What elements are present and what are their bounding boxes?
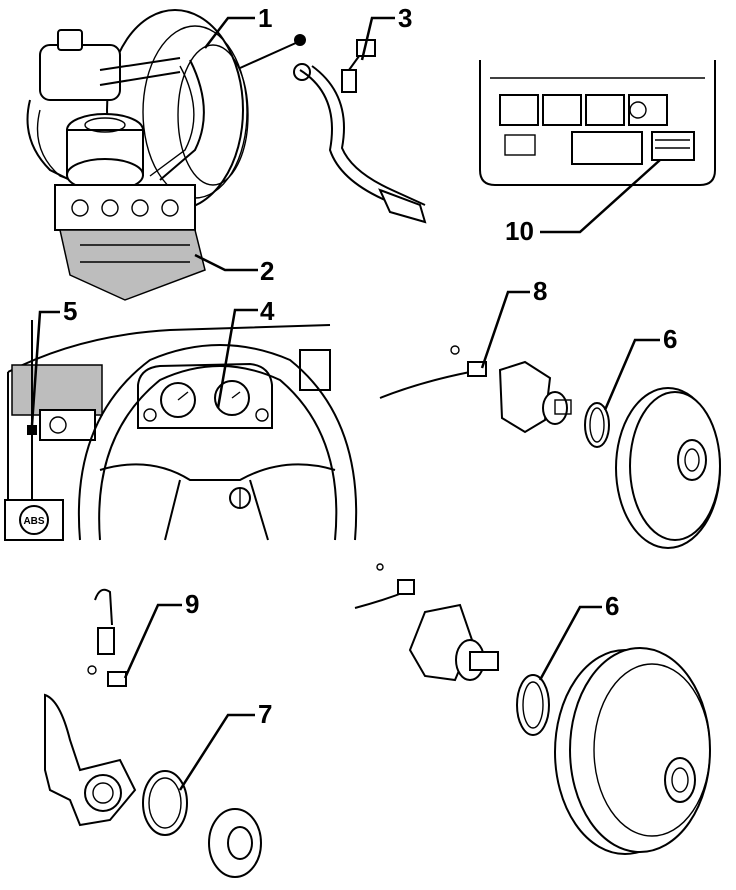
rear-axle-stub — [408, 603, 499, 682]
abs-sensor-ring-rear-hub — [142, 770, 188, 836]
abs-hydraulic-unit — [54, 184, 196, 231]
callout-10: 10 — [505, 216, 534, 246]
instrument-cluster — [137, 362, 273, 429]
front-wheel-speed-sensor — [379, 345, 487, 399]
master-cylinder-reservoir — [26, 29, 205, 196]
callout-5: 5 — [63, 296, 77, 326]
abs-sensor-ring-rear — [516, 674, 550, 736]
brake-disc — [615, 387, 721, 549]
callout-6-front: 6 — [663, 324, 677, 354]
callout-6-rear: 6 — [605, 591, 619, 621]
brake-light-switch — [341, 39, 376, 93]
front-wheel-hub-flange — [208, 808, 262, 878]
brake-drum — [554, 647, 711, 855]
callout-1: 1 — [258, 3, 272, 33]
front-wheel-hub — [498, 360, 572, 434]
callout-2: 2 — [260, 256, 274, 286]
wheel-speed-sensor-with-connector — [87, 588, 127, 687]
callout-9: 9 — [185, 589, 199, 619]
abs-control-unit — [59, 229, 206, 301]
abs-sensor-ring-front — [584, 402, 610, 448]
callout-8: 8 — [533, 276, 547, 306]
abs-pump-motor — [66, 113, 144, 192]
dashboard — [7, 324, 331, 540]
callout-3: 3 — [398, 3, 412, 33]
rear-wheel-speed-sensor — [354, 563, 415, 609]
abs-warning-lamp: ABS — [4, 320, 64, 541]
fuse-relay-panel — [479, 60, 716, 186]
steering-knuckle — [44, 693, 137, 827]
steering-wheel — [77, 344, 358, 541]
callout-leaders — [30, 16, 661, 791]
abs-lamp-label: ABS — [23, 516, 44, 527]
callout-7: 7 — [258, 699, 272, 729]
brake-pedal — [293, 63, 427, 224]
callout-4: 4 — [260, 296, 275, 326]
